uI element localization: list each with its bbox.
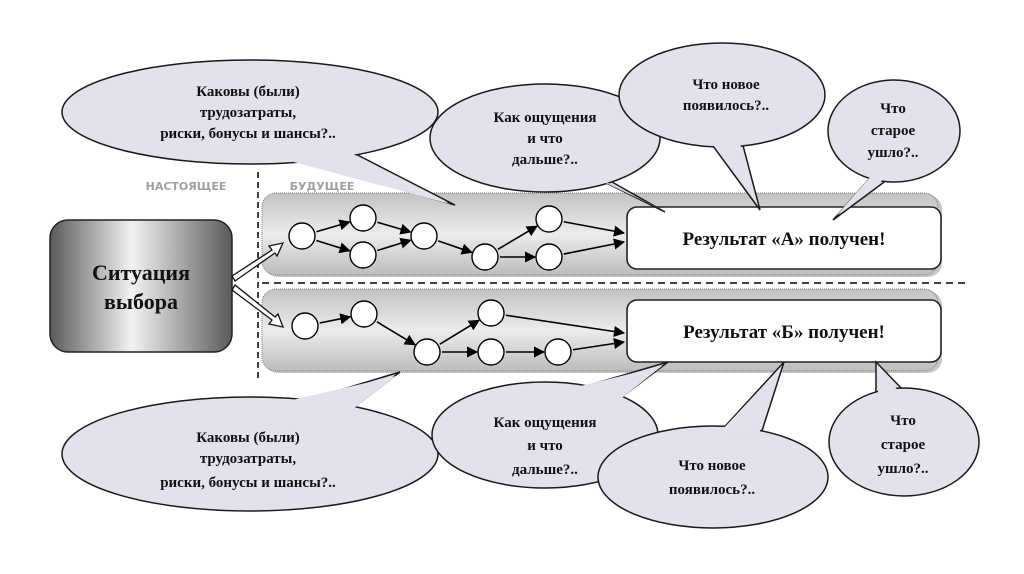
path-a-graph (288, 204, 626, 271)
bubble-bottom-old-line-3: ушло?.. (877, 461, 928, 477)
path-b-edge (505, 314, 626, 338)
bubble-top-feelings-line-2: и что (527, 131, 563, 147)
bubble-bottom-effort-line-2: трудозатраты, (200, 451, 297, 467)
path-a-edge (377, 221, 412, 235)
bubble-bottom-feelings-line-1: Как ощущения (494, 415, 597, 431)
situation-line-2: выбора (104, 289, 178, 314)
bubble-bottom-old-line-2: старое (881, 437, 926, 453)
path-b-graph (291, 299, 626, 366)
bubble-bottom-feelings-line-3: дальше?.. (512, 462, 578, 478)
bubble-top-feelings: Как ощущения и что дальше?.. (429, 83, 666, 213)
bubble-top-new: Что новое появилось?.. (618, 42, 826, 211)
bubble-bottom-old: Что старое ушло?.. (828, 360, 980, 497)
path-b-node (477, 338, 505, 366)
path-a-edge (497, 225, 538, 251)
bubble-top-effort: Каковы (были) трудозатраты, риски, бонус… (61, 59, 456, 206)
situation-box: Ситуация выбора (49, 219, 233, 353)
bubble-bottom-effort-line-1: Каковы (были) (196, 430, 300, 446)
bubble-bottom-new-line-1: Что новое (678, 458, 746, 474)
bubble-bottom-effort: Каковы (были) трудозатраты, риски, бонус… (61, 371, 439, 512)
bubble-top-effort-line-2: трудозатраты, (200, 105, 297, 121)
path-b-node (413, 338, 441, 366)
path-b-edge (572, 337, 626, 351)
bubble-top-feelings-line-3: дальше?.. (512, 152, 578, 168)
path-a-edge (437, 240, 473, 255)
path-b-node (544, 338, 572, 366)
path-a-edge (316, 239, 351, 254)
path-b-edge (319, 313, 352, 325)
path-a-edge (563, 220, 626, 237)
bubble-top-old: Что старое ушло?.. (827, 79, 961, 221)
bubble-top-new-line-1: Что новое (692, 77, 760, 93)
path-a-edge (316, 219, 351, 233)
bubble-bottom-old-line-1: Что (890, 413, 916, 429)
path-a-node (288, 222, 316, 250)
path-a-node (349, 241, 377, 269)
branch-arrow-a (231, 242, 285, 282)
path-b-node (477, 299, 505, 327)
path-b-edge (376, 321, 416, 346)
bubble-bottom-new-line-2: появилось?.. (669, 482, 755, 498)
bubble-top-effort-line-1: Каковы (были) (196, 84, 300, 100)
path-b-node (291, 312, 319, 340)
bubble-top-old-line-1: Что (880, 101, 906, 117)
bubble-bottom-effort-line-3: риски, бонусы и шансы?.. (160, 475, 336, 491)
result-a-box: Результат «А» получен! (626, 206, 942, 270)
result-b-box: Результат «Б» получен! (626, 299, 942, 363)
bubble-top-old-line-3: ушло?.. (867, 145, 918, 161)
bubble-top-old-line-2: старое (871, 123, 916, 139)
path-a-node (535, 243, 563, 271)
bubble-top-feelings-line-1: Как ощущения (494, 110, 597, 126)
present-label: НАСТОЯЩЕЕ (146, 180, 227, 193)
path-a-node (410, 222, 438, 250)
path-a-node (349, 204, 377, 232)
bubble-bottom-new: Что новое появилось?.. (597, 361, 829, 529)
bubble-top-new-line-2: появилось?.. (683, 98, 769, 114)
result-b-text: Результат «Б» получен! (683, 322, 885, 343)
branch-arrow-b (231, 284, 285, 328)
situation-line-1: Ситуация (92, 260, 190, 285)
bubble-bottom-feelings-line-2: и что (527, 438, 563, 454)
path-a-edge (377, 237, 412, 252)
path-b-edge (439, 319, 481, 345)
path-b-node (350, 300, 378, 328)
bubble-bottom-feelings: Как ощущения и что дальше?.. (431, 361, 669, 489)
bubble-top-effort-line-3: риски, бонусы и шансы?.. (160, 126, 336, 142)
path-a-node (471, 243, 499, 271)
future-label: БУДУЩЕЕ (290, 180, 355, 193)
result-a-text: Результат «А» получен! (683, 229, 886, 250)
path-a-edge (563, 238, 626, 255)
path-a-node (535, 205, 563, 233)
